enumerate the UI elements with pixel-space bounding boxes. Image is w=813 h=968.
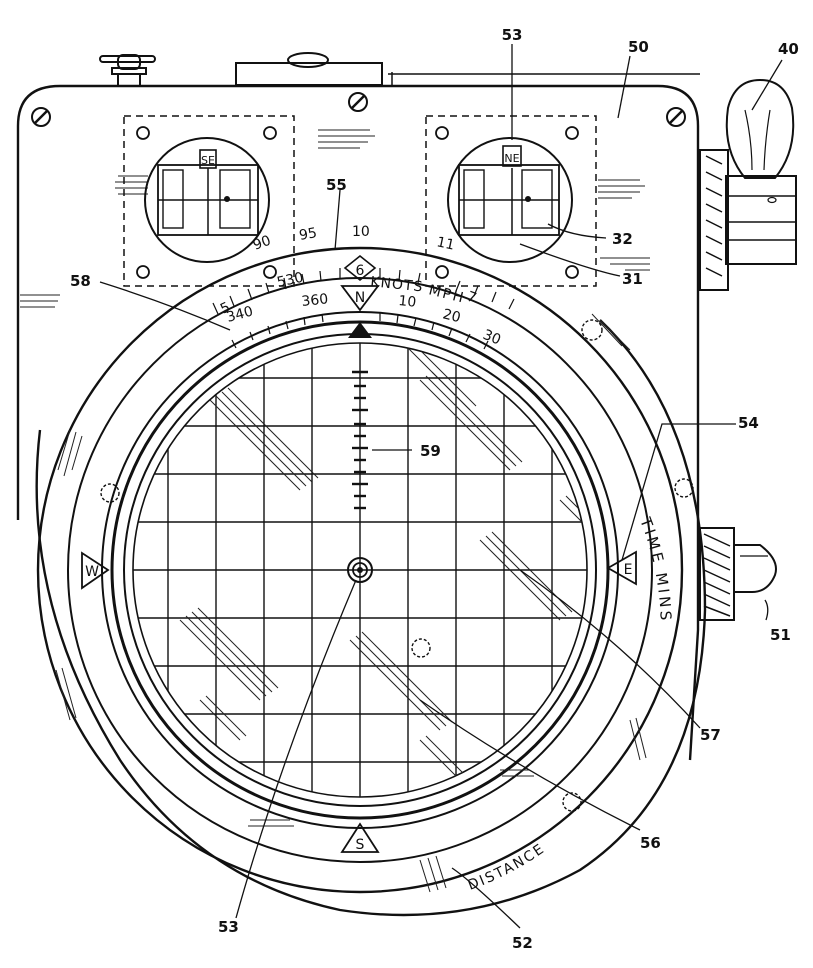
- inner-label-10: 10: [398, 293, 417, 311]
- outer-label-530: 530: [276, 270, 305, 291]
- outer-label-95: 95: [298, 225, 318, 244]
- ref-50: 50: [628, 38, 649, 56]
- ref-56: 56: [640, 834, 661, 852]
- ref-40: 40: [778, 40, 799, 58]
- ref-31: 31: [622, 270, 643, 288]
- window-right-label: NE: [504, 152, 519, 165]
- window-left-label: SE: [201, 154, 215, 167]
- outer-scale-labels: 5 90 530 95 10 11 7: [218, 224, 479, 318]
- top-knob: [99, 54, 156, 86]
- ref-51: 51: [770, 626, 791, 644]
- window-left: SE: [123, 115, 295, 287]
- knots-label: KNOTS: [370, 274, 425, 295]
- outer-ring-52: [35, 319, 707, 917]
- outer-label-11: 11: [435, 234, 456, 253]
- inner-scale-ticks: [231, 313, 489, 350]
- bezel-inner: [67, 277, 653, 863]
- ref-52: 52: [512, 934, 533, 952]
- screw-top-left: [31, 107, 51, 127]
- leader-lines: [99, 44, 783, 929]
- top-hinge-plate: [235, 52, 700, 86]
- south-marker: [340, 822, 380, 853]
- east-label: E: [624, 562, 633, 578]
- inner-label-340: 340: [225, 303, 255, 325]
- mph-label: MPH: [427, 282, 467, 306]
- ref-32: 32: [612, 230, 633, 248]
- six-marker: 6: [356, 263, 365, 279]
- ref-55: 55: [326, 176, 347, 194]
- bezel-outer: [36, 246, 684, 894]
- ref-53-top: 53: [502, 26, 523, 44]
- housing-shading: [20, 129, 650, 308]
- north-label: N: [355, 290, 365, 306]
- side-knob-40: [699, 78, 797, 291]
- housing-body: [16, 84, 700, 761]
- ref-54: 54: [738, 414, 759, 432]
- inner-label-360: 360: [301, 291, 329, 310]
- inner-label-30: 30: [481, 327, 504, 349]
- time-mins-label: TIME MINS: [636, 514, 675, 623]
- ref-59: 59: [420, 442, 441, 460]
- west-marker: [81, 551, 110, 590]
- ref-53-bottom: 53: [218, 918, 239, 936]
- ring-shading: [55, 313, 647, 893]
- south-label: S: [356, 837, 365, 853]
- ref-57: 57: [700, 726, 721, 744]
- dial-assembly: 5 90 530 95 10 11 7 KNOTS MPH 6 340 360 …: [35, 224, 707, 917]
- index-triangle: [348, 322, 372, 338]
- outer-scale-ticks: [212, 268, 515, 315]
- side-knob-51: [699, 527, 777, 621]
- screw-top-right: [666, 107, 686, 127]
- reference-numerals: 53 50 40 55 32 31 58 54 59 51 57 56 53 5…: [70, 26, 799, 952]
- outer-label-10: 10: [352, 224, 370, 240]
- west-label: W: [85, 564, 99, 580]
- screw-top-center: [348, 92, 368, 112]
- inner-label-20: 20: [441, 306, 462, 326]
- scale-ring: [101, 311, 619, 829]
- detent-marks: [100, 319, 694, 812]
- outer-label-90: 90: [251, 233, 273, 254]
- inner-scale-labels: 340 360 10 20 30: [225, 291, 503, 348]
- ref-58: 58: [70, 272, 91, 290]
- centre-pivot: [347, 557, 373, 583]
- north-marker: [340, 285, 380, 312]
- housing: SE NE: [16, 52, 797, 761]
